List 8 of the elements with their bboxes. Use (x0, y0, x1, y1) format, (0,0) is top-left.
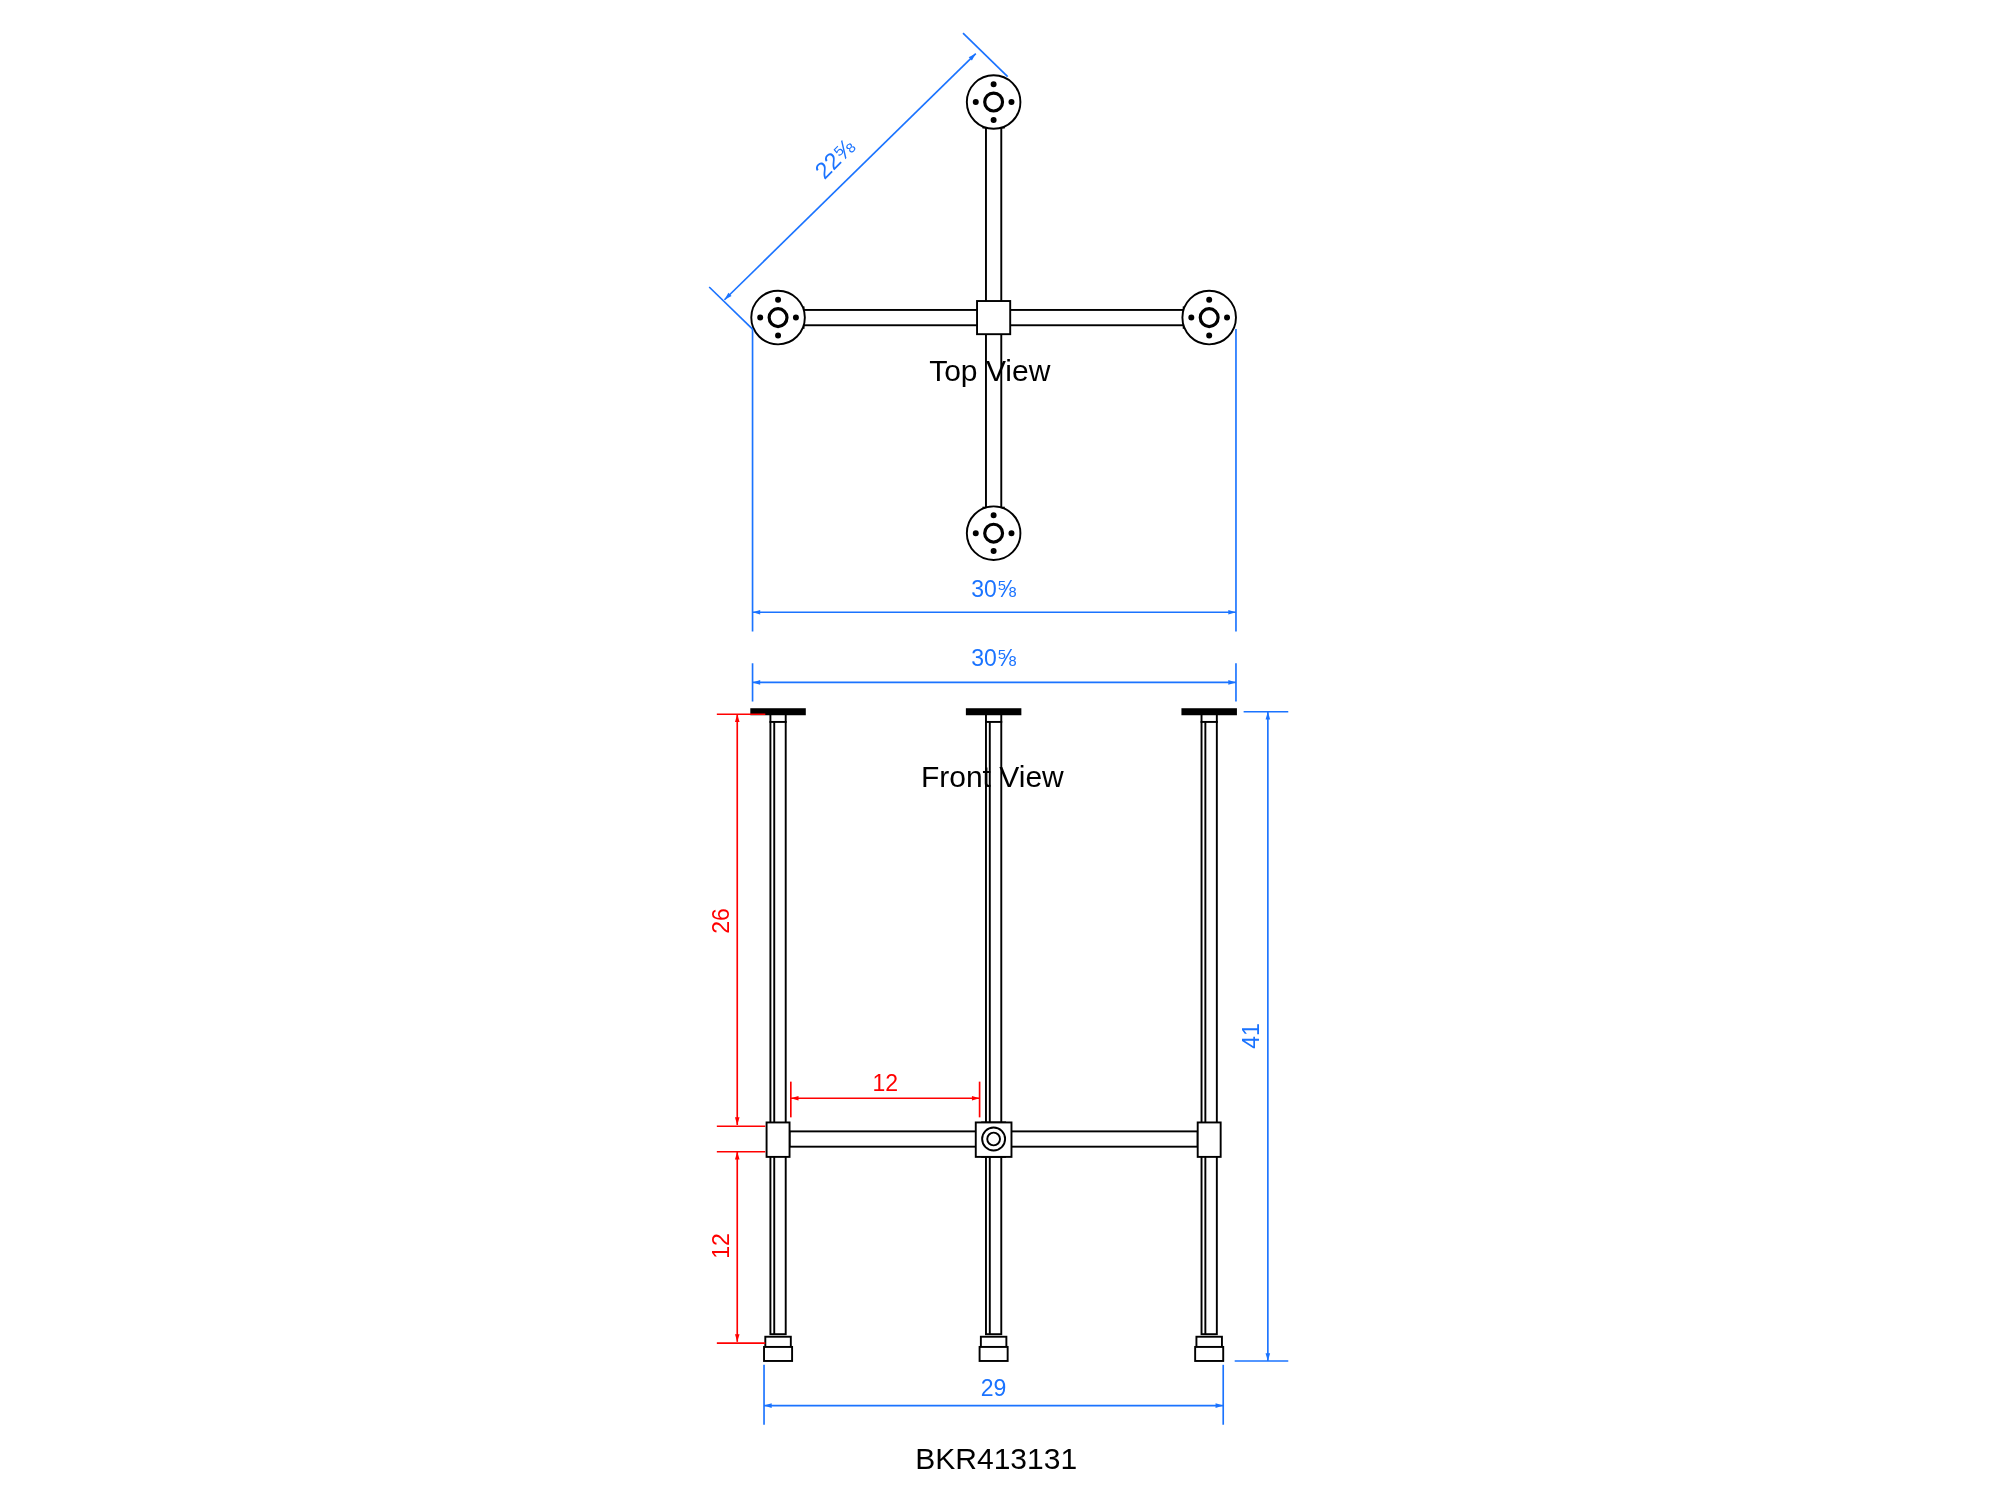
model-number: BKR413131 (915, 1444, 1078, 1475)
dimension-value: 12 (872, 1071, 898, 1095)
dimension-value: 30⅝ (971, 646, 1016, 670)
dimension-value: 26 (709, 908, 733, 934)
dimension-value: 29 (980, 1376, 1007, 1400)
dimension-value: 30⅝ (971, 577, 1016, 601)
dimension-value: 12 (709, 1233, 733, 1259)
dimension-value: 41 (1239, 1022, 1263, 1049)
